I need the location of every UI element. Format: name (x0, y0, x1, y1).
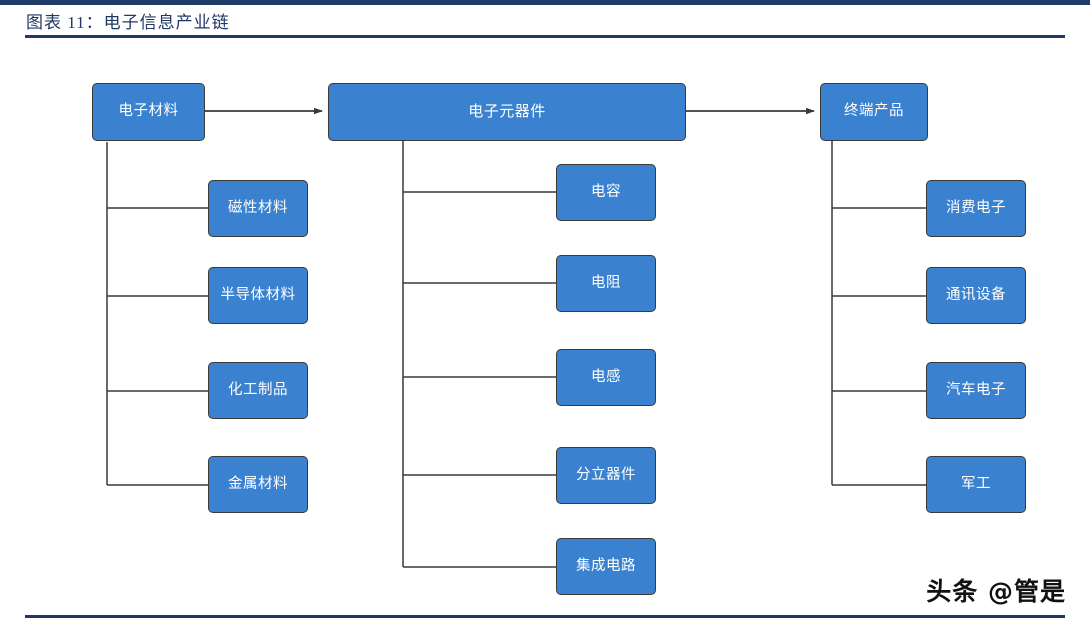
node-resistor-label: 电阻 (591, 274, 621, 291)
node-communication-equipment[interactable]: 通讯设备 (926, 267, 1026, 324)
node-magnetic-materials[interactable]: 磁性材料 (208, 180, 308, 237)
node-components-label: 电子元器件 (468, 102, 546, 120)
branch-lines-terminal (831, 141, 926, 486)
node-consumer-electronics[interactable]: 消费电子 (926, 180, 1026, 237)
node-discrete-devices-label: 分立器件 (576, 466, 636, 483)
node-inductor[interactable]: 电感 (556, 349, 656, 406)
node-automotive-electronics[interactable]: 汽车电子 (926, 362, 1026, 419)
node-terminal-products-label: 终端产品 (844, 103, 904, 120)
node-communication-equipment-label: 通讯设备 (946, 286, 1006, 303)
node-inductor-label: 电感 (591, 368, 621, 385)
watermark-text: 头条 @管是 (926, 577, 1066, 606)
node-military-industry[interactable]: 军工 (926, 456, 1026, 513)
node-automotive-electronics-label: 汽车电子 (946, 381, 1006, 398)
node-integrated-circuits-label: 集成电路 (576, 557, 636, 574)
node-semiconductor-materials-label: 半导体材料 (220, 286, 296, 303)
figure-title: 图表 11：电子信息产业链 (26, 13, 230, 32)
node-military-industry-label: 军工 (961, 475, 991, 492)
node-metal-materials[interactable]: 金属材料 (208, 456, 308, 513)
node-capacitor[interactable]: 电容 (556, 164, 656, 221)
node-capacitor-label: 电容 (591, 183, 621, 200)
node-components[interactable]: 电子元器件 (328, 83, 686, 141)
branch-lines-materials (106, 142, 208, 486)
page-top-accent-bar (0, 0, 1090, 5)
branch-lines-components (402, 141, 556, 568)
node-chemical-products-label: 化工制品 (228, 381, 288, 398)
node-integrated-circuits[interactable]: 集成电路 (556, 538, 656, 595)
title-divider-rule (25, 35, 1065, 38)
node-magnetic-materials-label: 磁性材料 (228, 199, 288, 216)
node-chemical-products[interactable]: 化工制品 (208, 362, 308, 419)
node-discrete-devices[interactable]: 分立器件 (556, 447, 656, 504)
node-resistor[interactable]: 电阻 (556, 255, 656, 312)
node-semiconductor-materials[interactable]: 半导体材料 (208, 267, 308, 324)
node-consumer-electronics-label: 消费电子 (946, 199, 1006, 216)
bottom-divider-rule (25, 615, 1065, 618)
node-metal-materials-label: 金属材料 (228, 475, 288, 492)
node-materials[interactable]: 电子材料 (92, 83, 205, 141)
node-terminal-products[interactable]: 终端产品 (820, 83, 928, 141)
node-materials-label: 电子材料 (118, 103, 179, 120)
